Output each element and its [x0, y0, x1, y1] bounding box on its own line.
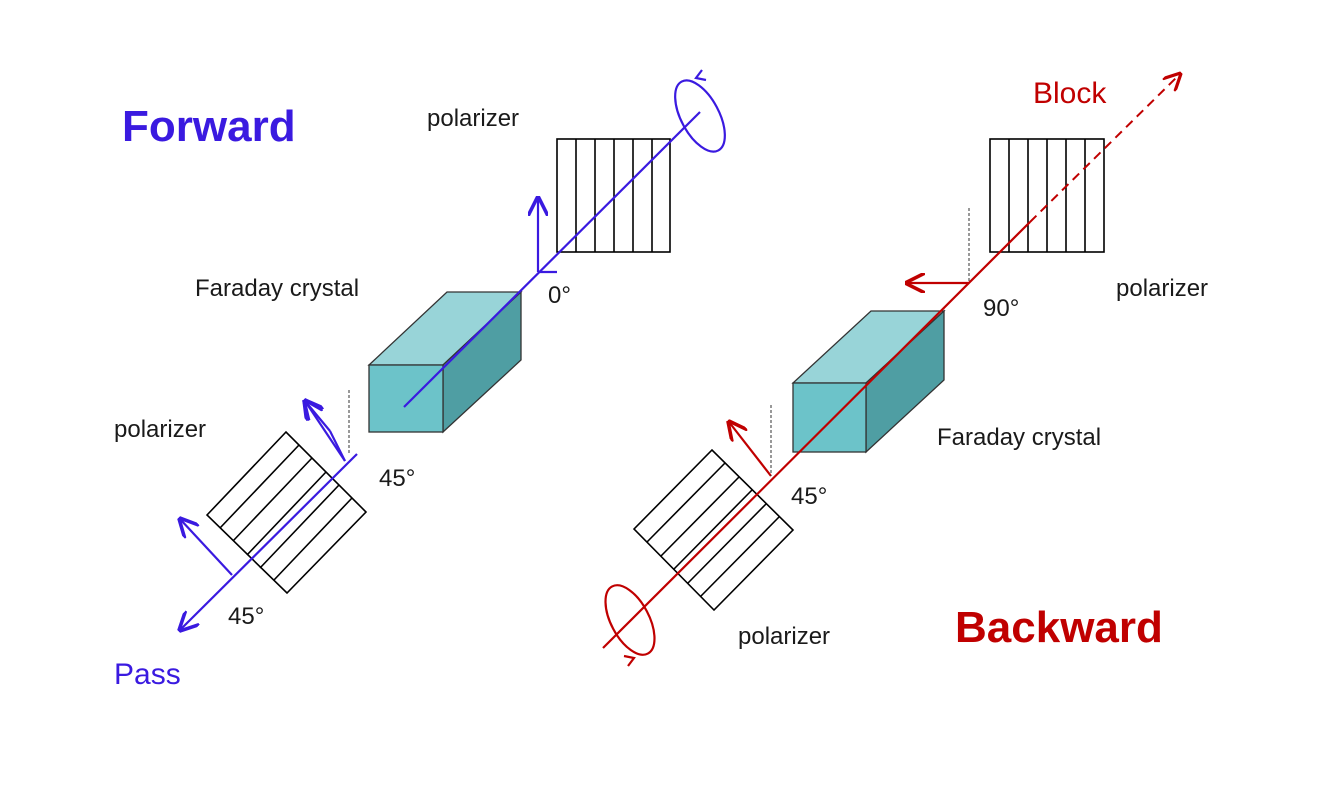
forward-bottom-polarizer-label: polarizer	[114, 416, 206, 443]
forward-top-polarizer	[556, 138, 671, 253]
backward-ellipse-arrow-icon	[623, 654, 636, 667]
forward-result-pass: Pass	[114, 658, 181, 691]
forward-beam-output-arrow	[180, 453, 358, 630]
backward-angle-mid: 45°	[791, 483, 827, 510]
forward-section: Forward polarizer Faraday crystal p	[114, 69, 726, 691]
backward-crystal-label: Faraday crystal	[937, 424, 1101, 451]
forward-polarization-45deg-stem	[329, 430, 346, 462]
forward-polarization-output-arrow	[180, 519, 233, 576]
forward-top-polarizer-label: polarizer	[427, 105, 519, 132]
backward-angle-top: 90°	[983, 295, 1019, 322]
backward-faraday-crystal	[791, 309, 946, 454]
backward-bottom-polarizer	[632, 448, 795, 612]
forward-angle-bottom: 45°	[228, 603, 264, 630]
forward-ellipse-arrow-icon	[694, 69, 707, 82]
forward-crystal-label: Faraday crystal	[195, 275, 359, 302]
forward-angle-top: 0°	[548, 282, 571, 309]
backward-section: Backward polarizer Faraday crystal	[602, 74, 1208, 667]
backward-polarization-45deg-arrow	[729, 422, 772, 477]
backward-blocked-beam-dashed	[1029, 74, 1180, 223]
forward-angle-mid: 45°	[379, 465, 415, 492]
backward-top-polarizer-label: polarizer	[1116, 275, 1208, 302]
forward-polarization-45deg-arrow-a	[305, 401, 346, 462]
backward-top-polarizer	[989, 138, 1105, 253]
forward-polarization-45deg-arrow-b	[305, 401, 331, 432]
forward-bottom-polarizer	[205, 430, 368, 595]
forward-title: Forward	[122, 102, 296, 151]
forward-input-polarization-ellipse	[674, 79, 726, 153]
backward-input-polarization-ellipse	[604, 584, 656, 656]
backward-beam	[602, 221, 1031, 649]
spacer	[290, 394, 320, 424]
backward-result-block: Block	[1033, 77, 1107, 110]
backward-bottom-polarizer-label: polarizer	[738, 623, 830, 650]
forward-beam	[403, 111, 701, 408]
backward-title: Backward	[955, 603, 1163, 652]
